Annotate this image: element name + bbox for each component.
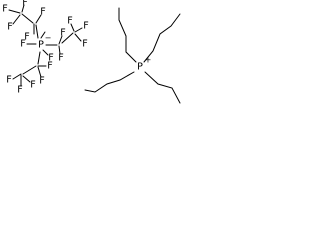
bond-p-f-3 [40, 31, 46, 39]
bond-c-c-right [61, 32, 74, 44]
cation-atoms: P + [137, 56, 151, 73]
fluorine: F [7, 22, 12, 33]
cation-bonds [84, 7, 181, 104]
fluorine: F [30, 80, 35, 91]
fluorine: F [60, 28, 65, 39]
anion-bonds [8, 4, 83, 87]
bond-cf-u3 [12, 14, 21, 25]
fluorine: F [40, 7, 45, 18]
bond-p-c-upper [35, 24, 39, 39]
bond-c-c-lower [22, 65, 37, 75]
chemical-structure: P − F F F F F F F F F F F F F F F F F P … [2, 0, 181, 104]
fluorine: F [22, 0, 27, 9]
bond-p-f-2 [42, 49, 49, 56]
bond-cf-l2 [37, 66, 42, 78]
bond-cf-r4 [70, 23, 75, 32]
cation-charge: + [145, 56, 152, 65]
bond-cf-u5 [35, 14, 42, 24]
butyl-chain-upper-left [118, 7, 137, 63]
anion-phosphorus: P [38, 40, 44, 51]
fluorine: F [24, 32, 29, 43]
fluorine: F [83, 21, 88, 32]
fluorine: F [39, 76, 44, 87]
butyl-chain-lower-left [84, 71, 135, 93]
fluorine: F [47, 61, 52, 72]
bond-cf-r5 [74, 33, 82, 42]
fluorine: F [2, 4, 7, 15]
anion-atoms: P − F F F F F F F F F F F F F F F F F [2, 0, 88, 96]
fluorine: F [17, 85, 22, 96]
fluorine: F [82, 39, 87, 50]
butyl-chain-lower-right [144, 71, 181, 104]
bond-cf-u2 [21, 4, 25, 13]
bond-cf-u1 [8, 9, 21, 14]
fluorine: F [67, 16, 72, 27]
fluorine: F [6, 75, 11, 86]
anion-charge: − [45, 34, 52, 43]
cation-phosphorus: P [137, 62, 143, 73]
butyl-chain-upper-right [143, 13, 181, 63]
fluorine: F [48, 53, 53, 64]
bond-cf-l5 [22, 75, 31, 83]
bond-cf-r3 [74, 27, 83, 33]
fluorine: F [20, 39, 25, 50]
bond-cf-r1 [58, 35, 63, 45]
bond-p-c-lower [37, 51, 41, 65]
fluorine: F [58, 53, 63, 64]
bond-cf-r2 [58, 45, 61, 55]
bond-cf-l4 [12, 73, 22, 80]
bond-c-c-upper [21, 13, 34, 24]
